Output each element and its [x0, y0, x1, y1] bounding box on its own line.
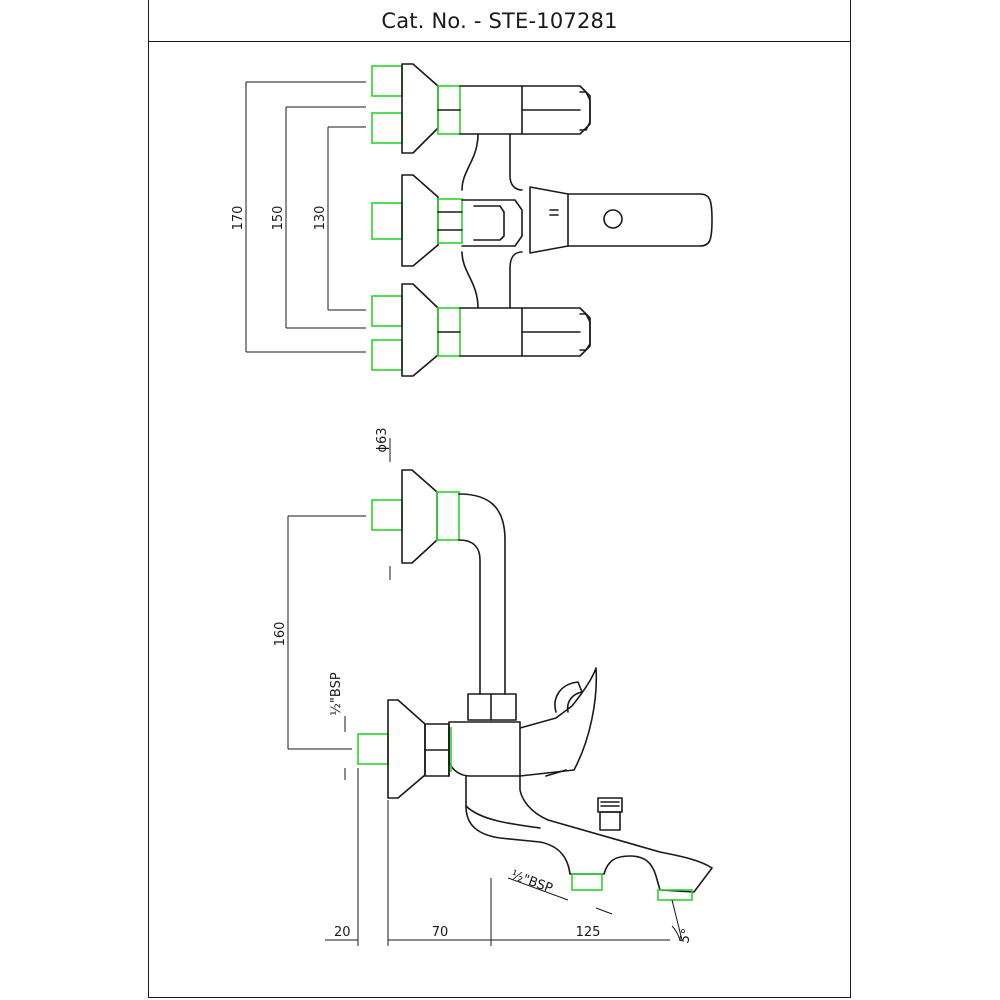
side-view-dimensions: ϕ63 160 ½"BSP 20 70 125 [273, 427, 695, 946]
lower-wall-flange [371, 283, 461, 377]
dimension-150: 150 [271, 206, 286, 231]
title-block: Cat. No. - STE-107281 [148, 0, 851, 42]
lower-inlet-thread-2 [371, 339, 403, 371]
upper-inlet-thread-1 [371, 65, 403, 97]
riser-pipe [458, 493, 506, 695]
side-lever-handle [519, 667, 598, 777]
aerator [657, 889, 693, 901]
outlet-bsp-label: ½"BSP [509, 868, 555, 897]
middle-inlet-thread [371, 202, 403, 240]
top-view-dimensions: 170 150 130 [231, 81, 366, 353]
mixer-body [448, 721, 521, 777]
dimension-125: 125 [576, 925, 601, 940]
dimension-130: 130 [313, 206, 328, 231]
top-view: 170 150 130 [231, 63, 713, 377]
diverter-knob [461, 199, 523, 247]
upper-inlet-thread-2 [371, 112, 403, 144]
handle-hole [603, 209, 623, 229]
dimension-diameter-63: ϕ63 [375, 427, 390, 452]
bath-spout [465, 775, 713, 893]
side-view: ϕ63 160 ½"BSP 20 70 125 [273, 427, 713, 946]
catalog-number-title: Cat. No. - STE-107281 [381, 8, 618, 33]
dimension-20: 20 [334, 925, 351, 940]
upper-wall-flange [371, 63, 461, 154]
inlet-bsp-label: ½"BSP [329, 672, 344, 716]
lower-inlet-thread-1 [371, 295, 403, 327]
shower-inlet-thread [371, 499, 403, 531]
shower-outlet [599, 811, 621, 831]
union-nut [467, 693, 517, 721]
dimension-160: 160 [273, 622, 288, 647]
wall-inlet-thread [357, 733, 389, 765]
angle-5-degrees: 5° [677, 927, 695, 945]
diverter-outlet-thread [571, 873, 603, 891]
middle-wall-flange [371, 174, 463, 267]
dimension-170: 170 [231, 206, 246, 231]
dimension-70: 70 [432, 925, 449, 940]
drawing-frame [148, 0, 851, 998]
lever-handle [529, 186, 713, 254]
